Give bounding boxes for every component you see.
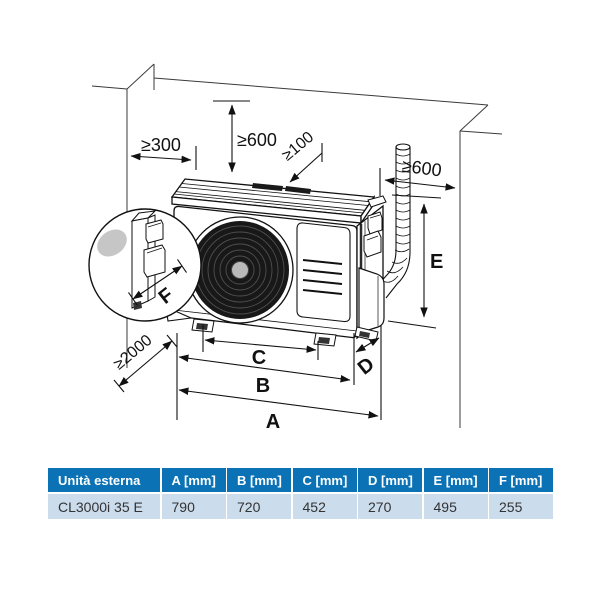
table-cell-a: 790 xyxy=(161,493,226,519)
wall-shading xyxy=(97,229,127,257)
table-cell-e: 495 xyxy=(423,493,488,519)
table-cell-model: CL3000i 35 E xyxy=(48,493,160,519)
vent-slats xyxy=(302,259,343,295)
dim-c-label: C xyxy=(252,347,266,369)
unit-top-cap xyxy=(170,178,387,226)
dim-b-label: B xyxy=(256,375,270,397)
top-vent-slot xyxy=(285,186,311,194)
table-cell-f: 255 xyxy=(489,493,553,519)
dim-d-label: D xyxy=(354,353,379,379)
table-header-f: F [mm] xyxy=(489,468,553,492)
clearance-right-label: ≥600 xyxy=(401,156,443,181)
table-cell-d: 270 xyxy=(358,493,422,519)
detail-cover-upper xyxy=(145,219,164,244)
detail-magnifier: F xyxy=(88,208,202,322)
table-header-c: C [mm] xyxy=(292,468,357,492)
dimension-lines xyxy=(113,100,456,420)
dim-e-label: E xyxy=(430,251,443,273)
table-header-model: Unità esterna xyxy=(48,468,160,492)
outdoor-unit xyxy=(170,178,387,347)
table-header-e: E [mm] xyxy=(423,468,488,492)
clearance-left-label: ≥300 xyxy=(141,135,181,155)
clearance-top-back-label: ≥100 xyxy=(279,129,317,165)
table-cell-c: 452 xyxy=(292,493,357,519)
detail-cover-lower xyxy=(143,244,166,278)
fan-hub xyxy=(231,261,249,279)
clearance-front-label: ≥2000 xyxy=(111,332,156,374)
installation-diagram: F ≥300 xyxy=(88,63,503,433)
table-header-d: D [mm] xyxy=(358,468,422,492)
table-header-a: A [mm] xyxy=(161,468,226,492)
pipe-cover xyxy=(358,267,385,334)
clearance-top-label: ≥600 xyxy=(237,130,277,150)
valve-cover-lower xyxy=(363,230,382,258)
top-vent-slot xyxy=(252,183,283,191)
dimension-spec-table: Unità esterna A [mm] B [mm] C [mm] D [mm… xyxy=(48,468,553,519)
fan-grille xyxy=(186,216,294,324)
dim-a-label: A xyxy=(266,411,280,433)
table-header-b: B [mm] xyxy=(227,468,291,492)
wall-lines xyxy=(91,63,503,428)
table-cell-b: 720 xyxy=(227,493,291,519)
